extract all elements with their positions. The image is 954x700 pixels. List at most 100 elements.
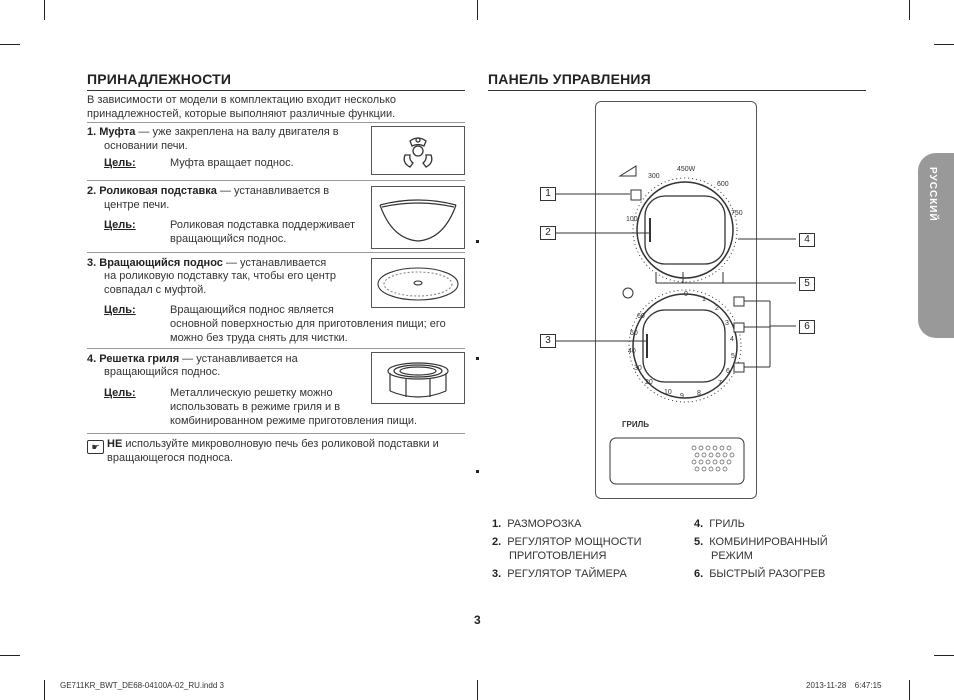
callout-5: 5 <box>799 277 815 291</box>
goal-text: Вращающийся поднос является <box>170 304 334 316</box>
crop-mark <box>44 0 45 20</box>
timer-9: 9 <box>680 393 684 400</box>
column-divider <box>476 240 479 243</box>
item-number: 2. <box>87 185 97 197</box>
legend-item: 6. БЫСТРЫЙ РАЗОГРЕВ <box>694 567 825 582</box>
timer-60: 60 <box>637 313 645 320</box>
heading-rule <box>87 90 465 91</box>
crop-mark <box>934 44 954 45</box>
crop-mark <box>44 680 45 700</box>
footer-date: 2013-11-28 6:47:15 <box>806 681 882 690</box>
goal-text: использовать в режиме гриля и в <box>170 401 341 413</box>
accessories-heading: ПРИНАДЛЕЖНОСТИ <box>87 71 232 87</box>
page-number: 3 <box>474 613 481 627</box>
note-line: используйте микроволновую печь без ролик… <box>122 438 439 450</box>
timer-20: 20 <box>645 379 653 386</box>
item-desc: центре печи. <box>104 199 170 211</box>
note-text: НЕ используйте микроволновую печь без ро… <box>107 437 467 452</box>
callout-2: 2 <box>540 226 556 240</box>
section-divider <box>87 122 465 123</box>
goal-text: Металлическую решетку можно <box>170 387 333 399</box>
crop-mark <box>909 680 910 700</box>
coupler-image <box>371 126 465 175</box>
power-300: 300 <box>648 173 660 180</box>
timer-10: 10 <box>664 389 672 396</box>
intro-line: принадлежностей, которые выполняют разли… <box>87 108 396 120</box>
goal-label: Цель: <box>104 219 136 231</box>
power-450: 450W <box>677 166 696 173</box>
legend-number: 6. <box>694 568 704 580</box>
goal-text: комбинированном режиме приготовления пищ… <box>170 415 418 427</box>
control-panel-heading: ПАНЕЛЬ УПРАВЛЕНИЯ <box>488 71 651 87</box>
legend-text: БЫСТРЫЙ РАЗОГРЕВ <box>709 568 826 580</box>
legend-item: 3.РЕГУЛЯТОР ТАЙМЕРА <box>492 567 627 582</box>
control-panel-frame <box>595 101 757 499</box>
section-divider <box>87 433 465 434</box>
section-divider <box>87 348 465 349</box>
intro-line: В зависимости от модели в комплектацию в… <box>87 94 396 106</box>
timer-2: 2 <box>715 305 719 312</box>
legend-text: РЕЖИМ <box>711 550 753 562</box>
goal-text: Роликовая подставка поддерживает <box>170 219 356 231</box>
legend-number: 2. <box>492 536 502 548</box>
item-desc: — устанавливается в <box>216 185 330 197</box>
crop-mark <box>934 655 954 656</box>
timer-30: 30 <box>634 365 642 372</box>
item-desc: — устанавливается на <box>179 353 298 365</box>
item-desc: вращающийся поднос. <box>104 366 221 378</box>
item-desc: совпадал с муфтой. <box>104 284 207 296</box>
legend-item: 2.РЕГУЛЯТОР МОЩНОСТИ <box>492 535 642 550</box>
power-750: 750 <box>731 210 743 217</box>
goal-label: Цель: <box>104 157 136 169</box>
callout-3: 3 <box>540 334 556 348</box>
legend-item: 4. ГРИЛЬ <box>694 517 745 532</box>
timer-40: 40 <box>628 348 636 355</box>
timer-6: 6 <box>726 368 730 375</box>
item-desc: на роликовую подставку так, чтобы его це… <box>104 270 336 282</box>
power-100: 100 <box>626 216 638 223</box>
item-desc: основании печи. <box>104 140 188 152</box>
timer-8: 8 <box>697 390 701 397</box>
crop-mark <box>0 44 20 45</box>
item-desc: — устанавливается <box>222 257 327 269</box>
note-emphasis: НЕ <box>107 438 123 450</box>
item-name: Роликовая подставка <box>99 185 217 197</box>
legend-text: РЕГУЛЯТОР ТАЙМЕРА <box>507 568 627 580</box>
item-number: 4. <box>87 353 97 365</box>
timer-5: 5 <box>731 353 735 360</box>
control-panel-drawing <box>554 165 796 485</box>
timer-3: 3 <box>725 320 729 327</box>
goal-text: вращающийся поднос. <box>170 233 287 245</box>
grill-label: ГРИЛЬ <box>622 420 649 429</box>
callout-4: 4 <box>799 233 815 247</box>
item-name: Решетка гриля <box>99 353 180 365</box>
goal-text: можно без труда снять для чистки. <box>170 332 348 344</box>
timer-50: 50 <box>630 330 638 337</box>
note-line: вращающегося подноса. <box>107 452 234 464</box>
callout-6: 6 <box>799 320 815 334</box>
legend-number: 1. <box>492 518 502 530</box>
legend-number: 5. <box>694 536 704 548</box>
legend-number: 4. <box>694 518 704 530</box>
turntable-image <box>371 258 465 308</box>
legend-text: КОМБИНИРОВАННЫЙ <box>709 536 828 548</box>
language-tab: РУССКИЙ <box>918 153 954 338</box>
goal-text: Муфта вращает поднос. <box>170 157 294 169</box>
callout-1: 1 <box>540 187 556 201</box>
section-divider <box>87 252 465 253</box>
roller-ring-image <box>371 186 465 249</box>
legend-text: ПРИГОТОВЛЕНИЯ <box>509 550 607 562</box>
goal-text: основной поверхностью для приготовления … <box>170 318 446 330</box>
language-tab-label: РУССКИЙ <box>927 167 938 222</box>
power-600: 600 <box>717 181 729 188</box>
center-mark <box>477 0 478 20</box>
crop-mark <box>0 655 20 656</box>
item-name: Муфта <box>99 126 136 138</box>
column-divider <box>476 470 479 473</box>
item-name: Вращающийся поднос <box>99 257 223 269</box>
coupler-icon <box>403 137 433 168</box>
timer-1: 1 <box>702 296 706 303</box>
item-roller-ring: 2. Роликовая подставка — устанавливается… <box>87 184 367 199</box>
grill-rack-icon <box>387 362 449 398</box>
legend-text: ГРИЛЬ <box>709 518 745 530</box>
